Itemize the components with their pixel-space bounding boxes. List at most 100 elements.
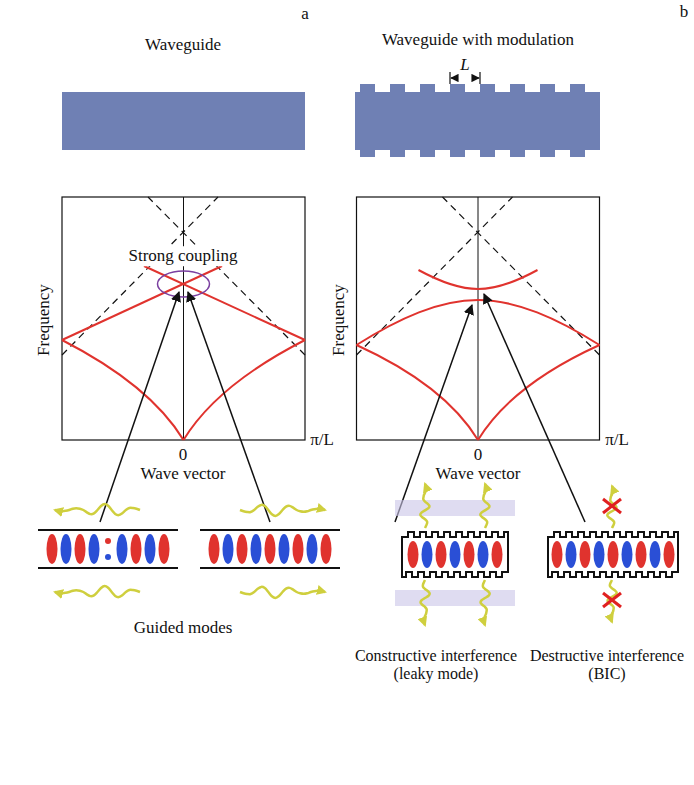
grating-tooth xyxy=(390,84,405,92)
field-lobe xyxy=(61,534,72,564)
grating-outline xyxy=(402,532,508,577)
grating-tooth xyxy=(390,150,405,157)
pointer-arrow xyxy=(100,292,179,522)
field-lobe xyxy=(580,541,591,568)
tick-label: 0 xyxy=(179,445,188,465)
field-lobe xyxy=(321,534,332,564)
plot-frame xyxy=(62,197,305,440)
field-lobe xyxy=(636,541,647,568)
radiation-band xyxy=(395,500,515,516)
tick-label: π/L xyxy=(310,430,334,450)
field-lobe xyxy=(237,534,248,564)
grating-tooth xyxy=(450,150,465,157)
period-label: L xyxy=(460,55,469,75)
blocked-cross xyxy=(603,593,621,607)
band-curve xyxy=(357,345,479,440)
field-lobe xyxy=(622,541,633,568)
tick-label: π/L xyxy=(605,430,629,450)
field-lobe xyxy=(145,534,156,564)
field-lobe xyxy=(566,541,577,568)
field-dot xyxy=(105,538,111,544)
period-arrow xyxy=(472,77,479,78)
panel-title: Waveguide with modulation xyxy=(382,30,574,50)
field-lobe xyxy=(75,534,86,564)
radiation-wave xyxy=(480,484,489,528)
band-curve xyxy=(144,266,305,340)
mode-caption: Guided modes xyxy=(134,618,233,638)
pointer-arrow xyxy=(484,294,585,522)
field-lobe xyxy=(251,534,262,564)
field-lobe xyxy=(117,534,128,564)
field-lobe xyxy=(131,534,142,564)
coupling-ellipse xyxy=(158,271,210,297)
band-curve xyxy=(184,340,306,440)
axis-title: Wave vector xyxy=(141,464,226,484)
radiation-wave xyxy=(420,484,429,528)
grating-tooth xyxy=(480,150,495,157)
grating-tooth xyxy=(510,150,525,157)
field-lobe xyxy=(492,541,503,568)
mode-caption: Constructive interference (leaky mode) xyxy=(350,647,522,684)
pointer-arrow xyxy=(188,292,270,522)
field-lobe xyxy=(223,534,234,564)
strip-edge xyxy=(200,567,340,569)
grating-tooth xyxy=(450,84,465,92)
grating-outline xyxy=(548,532,678,577)
grating-tooth xyxy=(360,84,375,92)
field-lobe xyxy=(89,534,100,564)
waveguide-slab xyxy=(62,92,305,150)
field-lobe xyxy=(664,541,675,568)
period-tick xyxy=(449,72,450,84)
strip-ground xyxy=(200,530,340,568)
band-curve xyxy=(62,340,184,440)
radiation-wave xyxy=(240,505,325,516)
field-lobe xyxy=(436,541,447,568)
pointer-arrow xyxy=(395,305,472,522)
radiation-wave xyxy=(240,587,325,598)
panel-letter: a xyxy=(301,4,309,24)
field-dot xyxy=(105,554,111,560)
strip-edge xyxy=(38,529,178,531)
grating-tooth xyxy=(570,84,585,92)
field-lobe xyxy=(307,534,318,564)
period-tick xyxy=(479,72,480,84)
grating-tooth xyxy=(570,150,585,157)
field-lobe xyxy=(159,534,170,564)
blocked-cross xyxy=(603,593,621,607)
panel-title: Waveguide xyxy=(145,35,221,55)
band-curve xyxy=(62,266,222,340)
field-lobe xyxy=(279,534,290,564)
mode-profile xyxy=(38,530,178,568)
light-line xyxy=(148,197,305,355)
grating-tooth xyxy=(360,150,375,157)
plot-frame xyxy=(357,197,600,440)
grating-tooth xyxy=(510,84,525,92)
strip-edge xyxy=(200,529,340,531)
blocked-cross xyxy=(603,499,621,513)
mode-caption: Destructive interference (BIC) xyxy=(521,647,693,684)
axis-title: Frequency xyxy=(34,284,54,356)
light-line xyxy=(62,197,218,355)
mode-profile xyxy=(200,530,340,568)
mode-profile xyxy=(402,532,508,577)
radiation-wave xyxy=(55,504,140,515)
field-lobe xyxy=(408,541,419,568)
mode-profile xyxy=(548,532,678,577)
field-lobe xyxy=(450,541,461,568)
radiation-band xyxy=(395,590,515,606)
field-lobe xyxy=(608,541,619,568)
grating-tooth xyxy=(540,150,555,157)
field-lobe xyxy=(47,534,58,564)
grating-tooth xyxy=(420,150,435,157)
grating-tooth xyxy=(540,84,555,92)
modulated-waveguide-slab xyxy=(355,92,600,150)
axis-title: Frequency xyxy=(329,284,349,356)
strip-ground xyxy=(38,530,178,568)
grating-tooth xyxy=(420,84,435,92)
field-lobe xyxy=(422,541,433,568)
coupling-note: Strong coupling xyxy=(126,246,239,266)
radiation-wave xyxy=(421,580,430,625)
strip-edge xyxy=(38,567,178,569)
field-lobe xyxy=(478,541,489,568)
